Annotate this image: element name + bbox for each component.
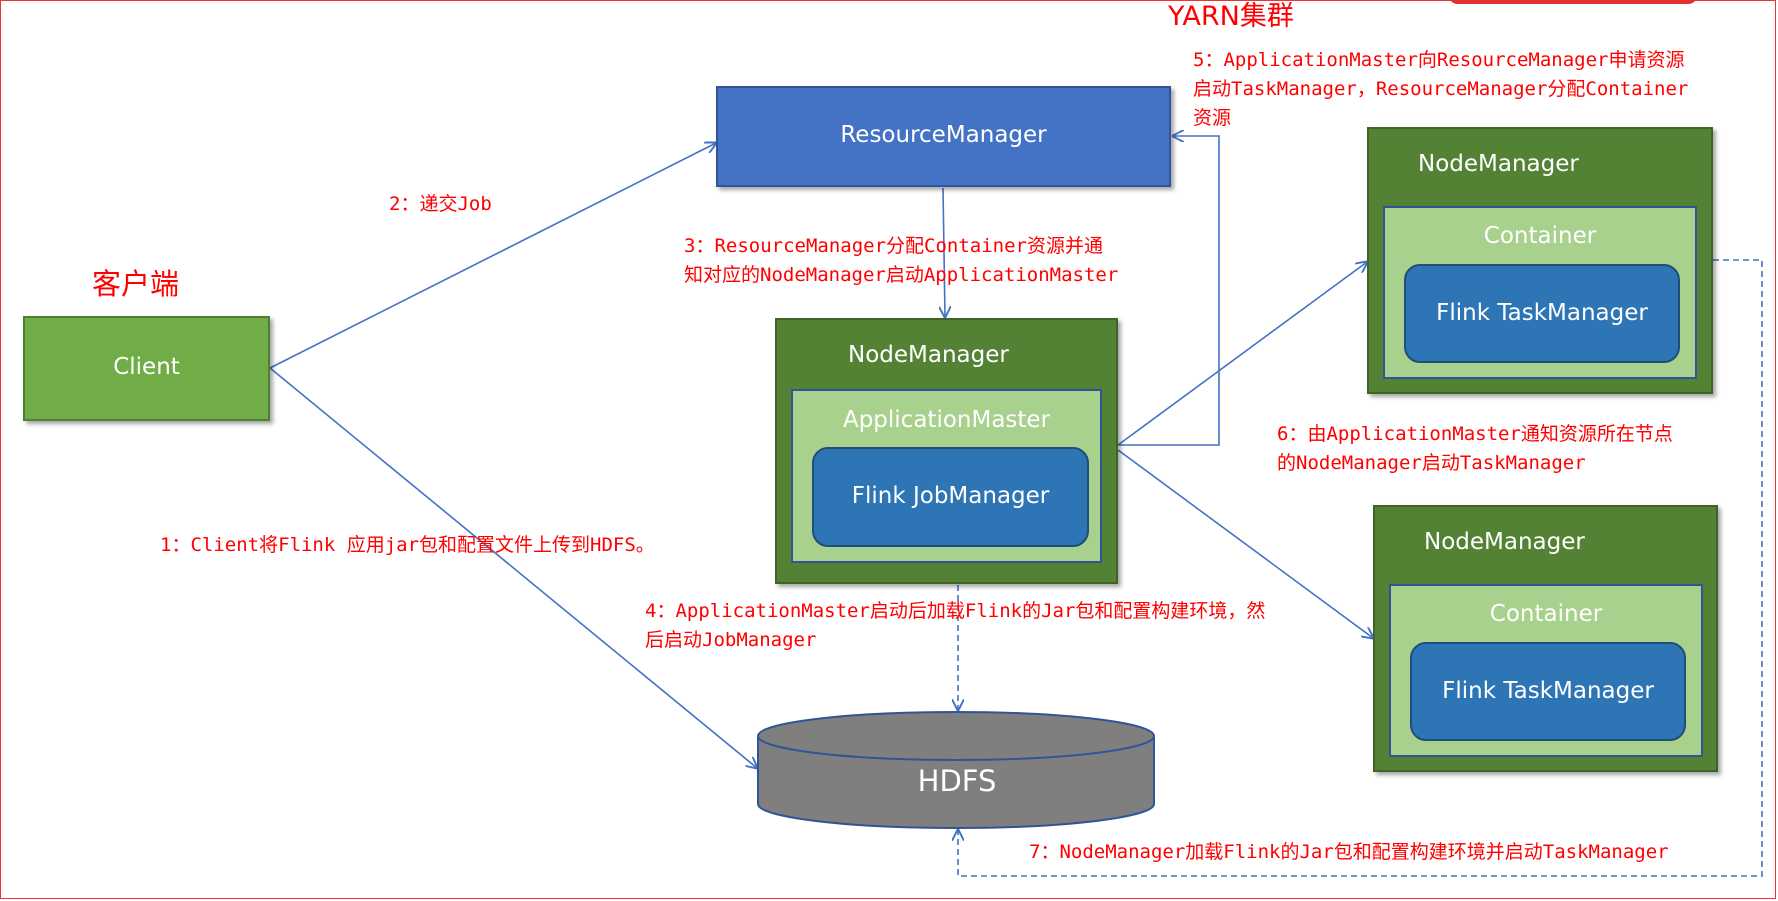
arrow-client-to-hdfs: [269, 367, 757, 768]
tm-container-1-label: Container: [1483, 223, 1597, 249]
step-3-annotation: 3：ResourceManager分配Container资源并通 知对应的Nod…: [684, 232, 1118, 290]
step-5-line-2: 启动TaskManager，ResourceManager分配Container: [1193, 78, 1689, 100]
flink-jobmanager-label: Flink JobManager: [851, 483, 1050, 509]
step-6-line-1: 6：由ApplicationMaster通知资源所在节点: [1277, 423, 1673, 445]
step-5-line-3: 资源: [1193, 107, 1232, 129]
flink-jobmanager: Flink JobManager: [812, 447, 1089, 547]
tm-container-1: Container Flink TaskManager: [1383, 206, 1697, 379]
step-5-annotation: 5：ApplicationMaster向ResourceManager申请资源 …: [1193, 46, 1688, 133]
step-6-line-2: 的NodeManager启动TaskManager: [1277, 452, 1586, 474]
tm-node-2-title: NodeManager: [1424, 529, 1585, 555]
am-container: ApplicationMaster Flink JobManager: [791, 389, 1102, 563]
am-container-label: ApplicationMaster: [842, 407, 1051, 433]
tm-node-manager-2: NodeManager Container Flink TaskManager: [1373, 505, 1718, 772]
flink-taskmanager-2: Flink TaskManager: [1410, 642, 1686, 741]
tm-container-2-label: Container: [1489, 601, 1603, 627]
resource-manager-box: ResourceManager: [716, 86, 1171, 187]
step-3-line-2: 知对应的NodeManager启动ApplicationMaster: [684, 264, 1119, 286]
flink-taskmanager-2-label: Flink TaskManager: [1442, 678, 1654, 704]
resource-manager-label: ResourceManager: [840, 122, 1047, 148]
tm-node-manager-1: NodeManager Container Flink TaskManager: [1367, 127, 1713, 394]
step-4-annotation: 4：ApplicationMaster启动后加载Flink的Jar包和配置构建环…: [645, 597, 1265, 655]
flink-taskmanager-1-label: Flink TaskManager: [1436, 300, 1648, 326]
arrow-am-to-tm-node-2: [1117, 449, 1373, 638]
am-node-title: NodeManager: [848, 342, 1009, 368]
arrow-client-to-rm: [269, 143, 716, 369]
top-tab-decoration: [1448, 0, 1698, 4]
arrow-rm-to-am-node: [943, 187, 945, 317]
hdfs-label: HDFS: [917, 764, 997, 798]
client-title: 客户端: [92, 267, 180, 301]
am-node-manager: NodeManager ApplicationMaster Flink JobM…: [775, 318, 1118, 584]
step-5-line-1: 5：ApplicationMaster向ResourceManager申请资源: [1193, 49, 1685, 71]
step-6-annotation: 6：由ApplicationMaster通知资源所在节点 的NodeManage…: [1277, 420, 1673, 478]
flink-taskmanager-1: Flink TaskManager: [1404, 264, 1680, 363]
step-4-line-1: 4：ApplicationMaster启动后加载Flink的Jar包和配置构建环…: [645, 600, 1266, 622]
tm-container-2: Container Flink TaskManager: [1389, 584, 1703, 757]
tm-node-1-title: NodeManager: [1418, 151, 1579, 177]
client-label: Client: [113, 354, 180, 380]
arrow-am-to-rm: [1118, 136, 1220, 446]
step-4-line-2: 后启动JobManager: [645, 629, 817, 651]
client-box: Client: [23, 316, 270, 421]
step-3-line-1: 3：ResourceManager分配Container资源并通: [684, 235, 1103, 257]
step-1-annotation: 1：Client将Flink 应用jar包和配置文件上传到HDFS。: [160, 534, 655, 556]
step-2-annotation: 2：递交Job: [389, 193, 492, 215]
arrow-tm-node-to-hdfs-dashed: [958, 259, 1763, 877]
hdfs-cylinder: [757, 711, 1155, 829]
cluster-title: YARN集群: [1168, 1, 1294, 32]
arrow-am-to-tm-node-1: [1117, 262, 1367, 446]
step-7-annotation: 7：NodeManager加载Flink的Jar包和配置构建环境并启动TaskM…: [1029, 841, 1669, 863]
